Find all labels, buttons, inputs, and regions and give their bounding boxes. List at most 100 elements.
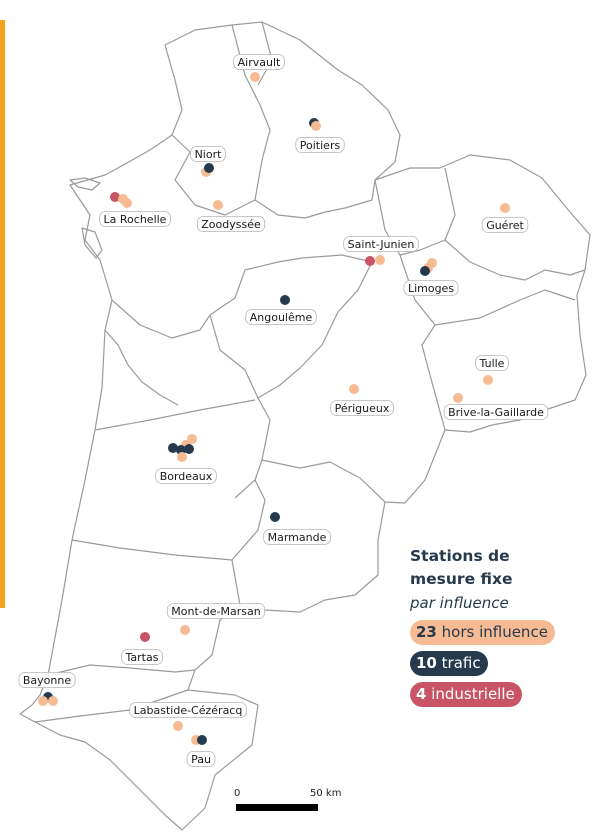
city-label-box — [295, 137, 345, 153]
station-trafic — [204, 163, 214, 173]
station-industrielle — [140, 632, 150, 642]
city-label: Bayonne — [18, 672, 76, 688]
city-label: Périgueux — [330, 400, 394, 416]
scale-bar: 0 50 km — [234, 788, 341, 811]
city-label-text: Guéret — [486, 219, 524, 232]
station-hors-influence — [349, 384, 359, 394]
legend-label: industrielle — [426, 685, 515, 703]
gironde-estuary — [104, 329, 179, 406]
city-label: Pau — [186, 751, 216, 767]
ile-oleron — [81, 227, 103, 259]
city-label: La Rochelle — [99, 211, 171, 227]
legend: Stations de mesure fixe par influence 23… — [410, 545, 600, 707]
city-label: Mont-de-Marsan — [166, 603, 266, 619]
station-trafic — [184, 444, 194, 454]
station-trafic — [270, 512, 280, 522]
city-label-box — [443, 404, 549, 420]
station-hors-influence — [311, 121, 321, 131]
station-hors-influence — [177, 452, 187, 462]
city-label-box — [129, 702, 247, 718]
city-label-box — [186, 751, 216, 767]
station-hors-influence — [38, 696, 48, 706]
city-label-text: Mont-de-Marsan — [171, 605, 260, 618]
legend-pill-hors-influence: 23 hors influence — [410, 620, 555, 645]
city-label-text: Marmande — [268, 531, 327, 544]
city-label-text: Pau — [191, 753, 211, 766]
city-label-text: Périgueux — [335, 402, 390, 415]
station-markers — [38, 72, 510, 745]
legend-subtitle: par influence — [410, 594, 509, 612]
city-label: Limoges — [403, 280, 459, 296]
city-label-box — [245, 309, 317, 325]
legend-label: trafic — [436, 654, 481, 672]
city-label-text: Zoodyssée — [201, 218, 261, 231]
station-hors-influence — [213, 200, 223, 210]
accent-bar — [0, 20, 5, 608]
city-label-box — [233, 54, 285, 70]
city-label-text: Bayonne — [23, 674, 71, 687]
city-label-box — [99, 211, 171, 227]
city-label: Saint-Junien — [343, 236, 419, 252]
city-label: Bordeaux — [155, 468, 217, 484]
station-hors-influence — [483, 375, 493, 385]
city-label: Tartas — [121, 649, 163, 665]
station-hors-influence — [375, 255, 385, 265]
city-label-text: La Rochelle — [104, 213, 167, 226]
legend-count: 10 — [416, 654, 437, 672]
legend-pill-industrielle: 4 industrielle — [410, 682, 522, 707]
city-label-box — [18, 672, 76, 688]
city-label: Brive-la-Gaillarde — [443, 404, 549, 420]
city-label-box — [190, 146, 226, 162]
station-industrielle — [110, 192, 120, 202]
city-label: Tulle — [475, 355, 509, 371]
city-label-text: Niort — [195, 148, 223, 161]
city-label-box — [343, 236, 419, 252]
city-label-text: Tartas — [125, 651, 159, 664]
station-hors-influence — [500, 203, 510, 213]
legend-title-line1: Stations de — [410, 547, 510, 565]
city-label-box — [475, 355, 509, 371]
legend-item-trafic: 10 trafic — [410, 645, 600, 676]
station-hors-influence — [180, 625, 190, 635]
city-label-text: Angoulême — [250, 311, 313, 324]
city-label-box — [166, 603, 266, 619]
city-label-box — [196, 216, 266, 232]
station-trafic — [280, 295, 290, 305]
city-label: Niort — [190, 146, 226, 162]
city-label-text: Poitiers — [300, 139, 341, 152]
scale-start-label: 0 — [234, 788, 240, 799]
city-label-text: Brive-la-Gaillarde — [448, 406, 544, 419]
legend-label: hors influence — [436, 623, 548, 641]
city-label-text: Airvault — [238, 56, 281, 69]
city-label: Zoodyssée — [196, 216, 266, 232]
legend-pill-trafic: 10 trafic — [410, 651, 488, 676]
station-trafic — [197, 735, 207, 745]
city-label-box — [403, 280, 459, 296]
city-label: Marmande — [263, 529, 331, 545]
station-trafic — [168, 443, 178, 453]
station-hors-influence — [453, 393, 463, 403]
station-industrielle — [365, 256, 375, 266]
ile-de-re — [69, 177, 101, 191]
city-label-text: Bordeaux — [160, 470, 213, 483]
city-label-text: Limoges — [408, 282, 454, 295]
station-hors-influence — [48, 696, 58, 706]
scale-bar-rect — [236, 804, 318, 811]
station-hors-influence — [122, 198, 132, 208]
legend-count: 4 — [416, 685, 427, 703]
station-hors-influence — [250, 72, 260, 82]
city-label-box — [330, 400, 394, 416]
city-label: Poitiers — [295, 137, 345, 153]
city-label-text: Tulle — [479, 357, 505, 370]
legend-item-industrielle: 4 industrielle — [410, 676, 600, 707]
legend-item-hors-influence: 23 hors influence — [410, 614, 600, 645]
legend-count: 23 — [416, 623, 437, 641]
city-label: Angoulême — [245, 309, 317, 325]
station-hors-influence — [173, 721, 183, 731]
city-label-box — [155, 468, 217, 484]
scale-end-label: 50 km — [310, 788, 341, 799]
city-label: Airvault — [233, 54, 285, 70]
city-labels: Airvault Poitiers Niort La Rochelle Zood… — [18, 54, 549, 767]
